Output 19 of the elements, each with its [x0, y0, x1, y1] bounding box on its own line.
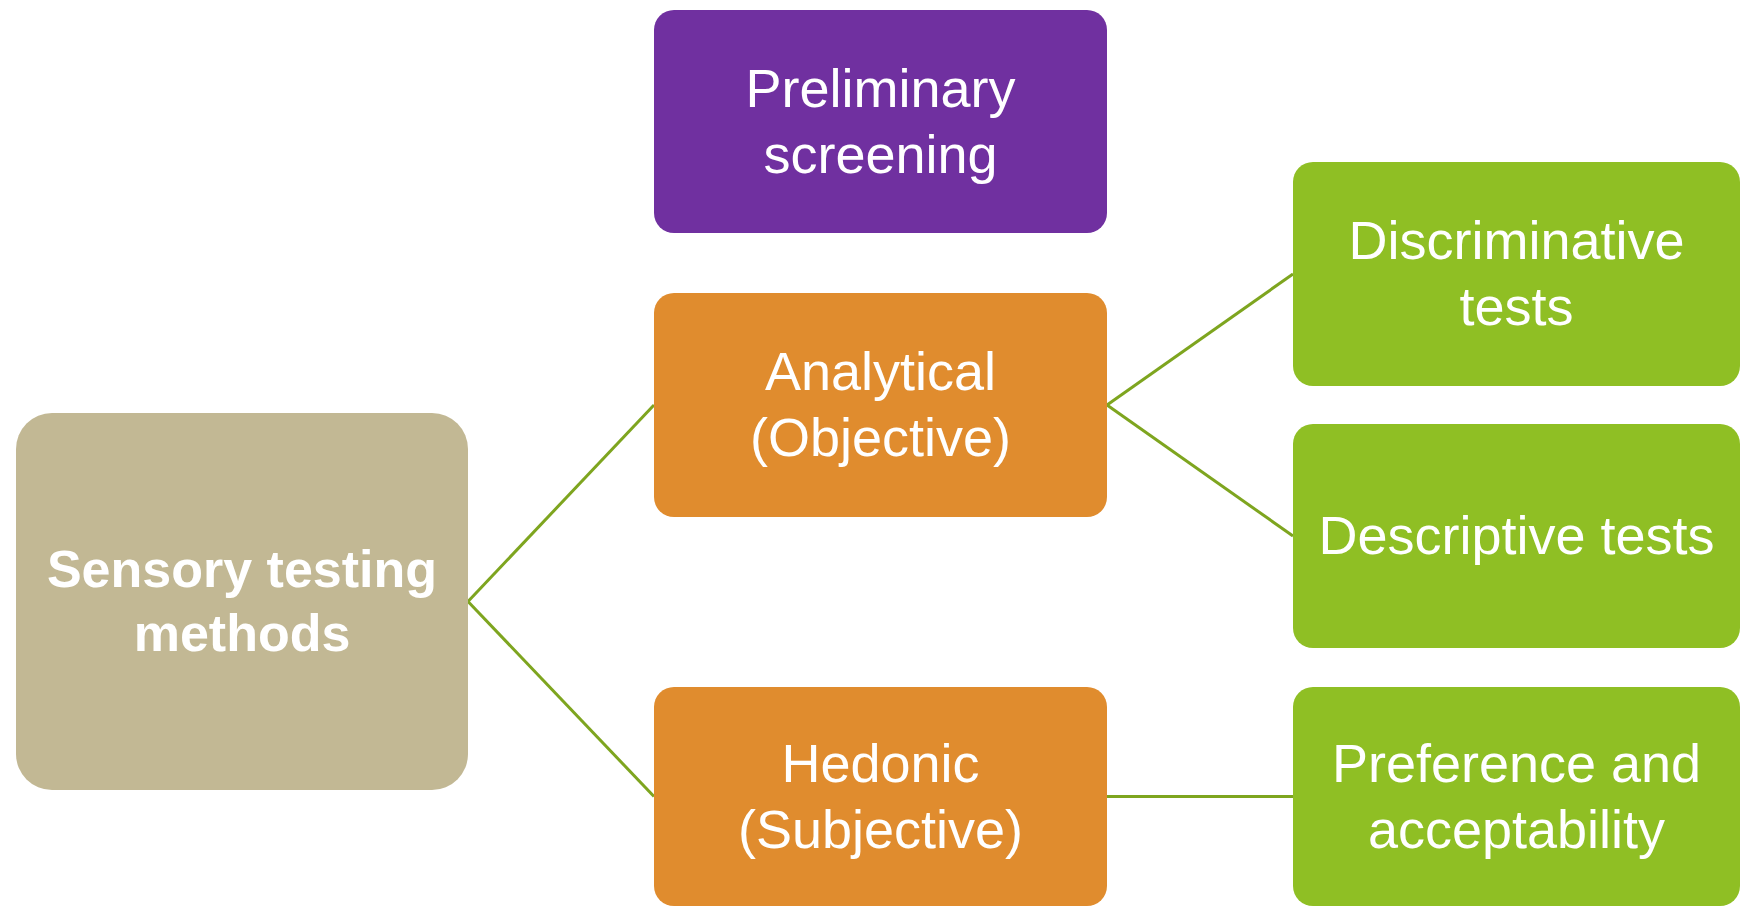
box-label: Preference and acceptability [1330, 731, 1703, 861]
box-label: Discriminative tests [1347, 209, 1686, 338]
connector-line [1106, 403, 1294, 538]
box-label: Analytical (Objective) [748, 340, 1013, 469]
box-label: Preliminary screening [744, 56, 1017, 186]
connector-line [1107, 795, 1293, 798]
method-box [1293, 687, 1740, 906]
method-box [1293, 424, 1740, 648]
connector-line [1106, 272, 1294, 407]
method-box [1293, 162, 1740, 386]
box-label: Descriptive tests [1317, 504, 1716, 568]
box-label: Hedonic (Subjective) [736, 731, 1025, 861]
method-box [654, 10, 1107, 233]
method-box [16, 413, 468, 790]
method-box [654, 687, 1107, 906]
box-label: Sensory testing methods [45, 539, 439, 664]
method-box [654, 293, 1107, 517]
connector-line [466, 403, 656, 603]
connector-line [466, 600, 656, 798]
